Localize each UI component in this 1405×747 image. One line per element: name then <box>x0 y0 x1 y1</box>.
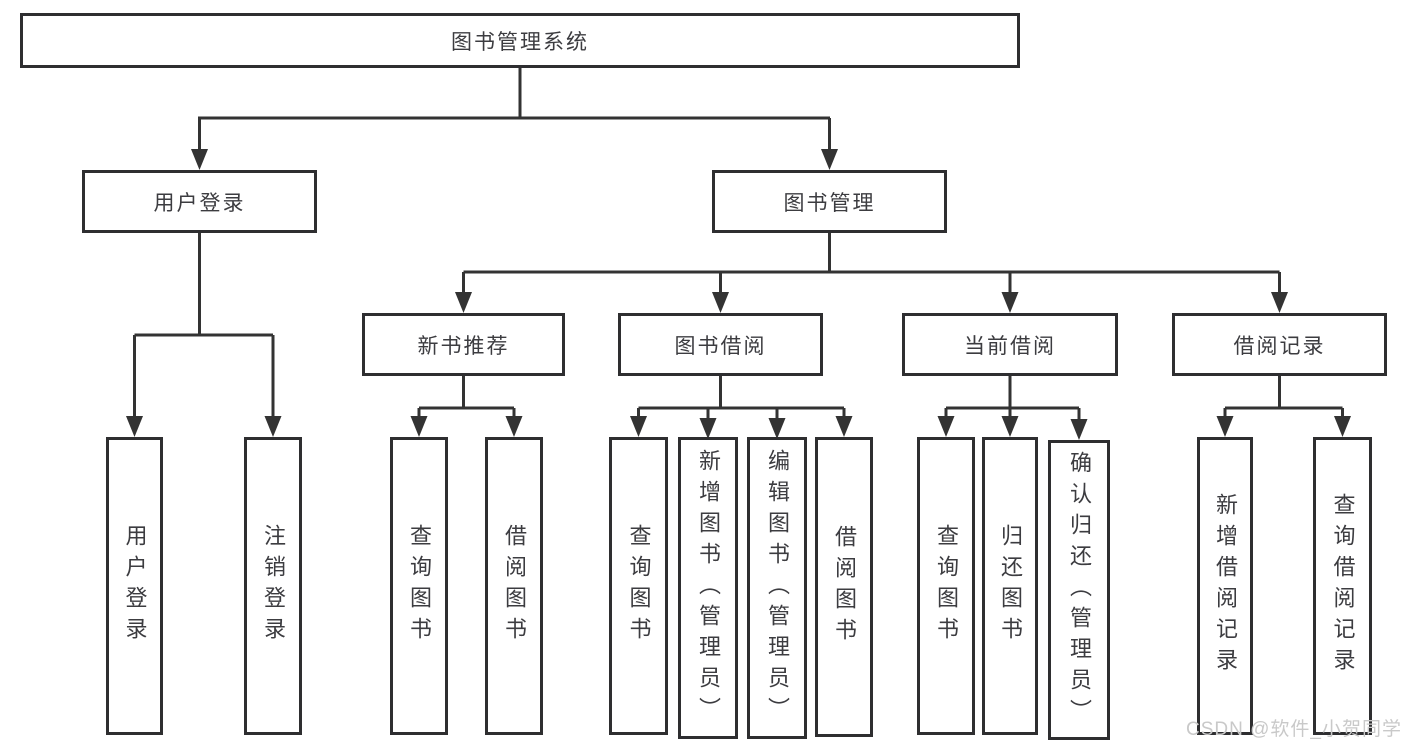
leaf-current-return-book: 归还图书 <box>982 437 1038 735</box>
leaf-record-add-label: 新增借阅记录 <box>1213 493 1238 679</box>
leaf-borrow-edit-book: 编辑图书（管理员） <box>747 437 807 739</box>
leaf-user-login-label: 用户登录 <box>122 524 148 648</box>
leaf-current-return-book-label: 归还图书 <box>998 524 1023 648</box>
node-user-login-label: 用户登录 <box>153 191 246 215</box>
leaf-recommend-query-book-label: 查询图书 <box>407 524 432 648</box>
leaf-recommend-query-book: 查询图书 <box>390 437 448 735</box>
leaf-recommend-borrow-book: 借阅图书 <box>485 437 543 735</box>
node-borrow-record: 借阅记录 <box>1172 313 1387 376</box>
node-book-borrow-label: 图书借阅 <box>674 334 767 358</box>
node-current-borrow-label: 当前借阅 <box>964 334 1056 358</box>
leaf-borrow-query-book: 查询图书 <box>609 437 668 735</box>
leaf-logout: 注销登录 <box>244 437 302 735</box>
node-current-borrow: 当前借阅 <box>902 313 1118 376</box>
leaf-current-query-book-label: 查询图书 <box>934 524 959 648</box>
node-new-book-recommend: 新书推荐 <box>362 313 565 376</box>
leaf-record-query: 查询借阅记录 <box>1313 437 1372 735</box>
node-user-login: 用户登录 <box>82 170 317 233</box>
leaf-user-login: 用户登录 <box>106 437 163 735</box>
node-book-borrow: 图书借阅 <box>618 313 823 376</box>
node-new-book-recommend-label: 新书推荐 <box>417 334 510 358</box>
leaf-recommend-borrow-book-label: 借阅图书 <box>502 524 527 648</box>
node-book-management: 图书管理 <box>712 170 947 233</box>
leaf-borrow-query-book-label: 查询图书 <box>626 524 652 648</box>
leaf-logout-label: 注销登录 <box>261 524 286 648</box>
leaf-record-query-label: 查询借阅记录 <box>1330 493 1356 679</box>
leaf-record-add: 新增借阅记录 <box>1197 437 1253 735</box>
node-book-management-label: 图书管理 <box>783 191 876 215</box>
leaf-borrow-edit-book-label: 编辑图书（管理员） <box>765 448 790 728</box>
leaf-current-query-book: 查询图书 <box>917 437 975 735</box>
node-borrow-record-label: 借阅记录 <box>1233 334 1326 358</box>
node-root-label: 图书管理系统 <box>451 30 589 54</box>
leaf-borrow-add-book-label: 新增图书（管理员） <box>696 448 721 728</box>
leaf-current-confirm-return-label: 确认归还（管理员） <box>1067 450 1092 730</box>
leaf-borrow-add-book: 新增图书（管理员） <box>678 437 738 739</box>
csdn-watermark: CSDN @软件_小贺同学 <box>1186 719 1402 740</box>
leaf-current-confirm-return: 确认归还（管理员） <box>1048 440 1110 740</box>
leaf-borrow-borrow-book-label: 借阅图书 <box>832 525 857 649</box>
leaf-borrow-borrow-book: 借阅图书 <box>815 437 873 737</box>
node-root: 图书管理系统 <box>20 13 1020 68</box>
